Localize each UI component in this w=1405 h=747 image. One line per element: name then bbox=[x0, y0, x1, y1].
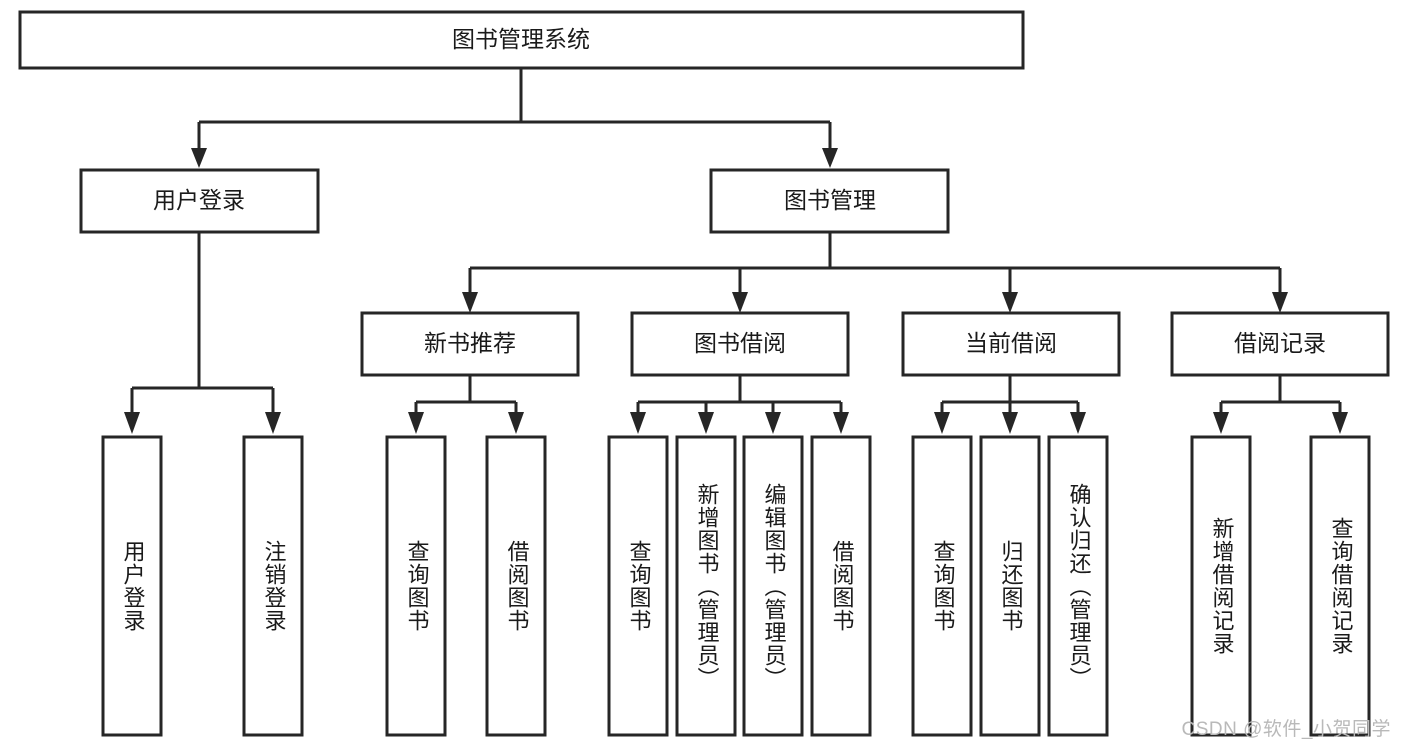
node-borrow-record-box[interactable] bbox=[1170, 311, 1390, 377]
node-book-borrow-label: 图书借阅 bbox=[694, 330, 786, 356]
arrow-cb-c1 bbox=[934, 412, 950, 434]
node-leaf-return-book-box[interactable] bbox=[979, 435, 1041, 737]
node-leaf-logout-login-box[interactable] bbox=[242, 435, 304, 737]
arrow-br-c2 bbox=[1332, 412, 1348, 434]
node-leaf-query-book-3-box[interactable] bbox=[911, 435, 973, 737]
connector-layer bbox=[124, 68, 1348, 434]
node-leaf-confirm-return-box[interactable] bbox=[1047, 435, 1109, 737]
node-layer: 图书管理系统 用户登录 图书管理 新书推荐 图书借阅 当前借阅 借阅记录 bbox=[18, 10, 1390, 737]
node-root-label: 图书管理系统 bbox=[452, 26, 590, 52]
node-leaf-query-book-1-box[interactable] bbox=[385, 435, 447, 737]
arrow-cb-c3 bbox=[1070, 412, 1086, 434]
arrow-bb-c3 bbox=[765, 412, 781, 434]
node-new-book-recommend-box[interactable] bbox=[360, 311, 580, 377]
node-book-borrow-box[interactable] bbox=[630, 311, 850, 377]
node-leaf-query-book-2-box[interactable] bbox=[607, 435, 669, 737]
node-current-borrow-label: 当前借阅 bbox=[965, 330, 1057, 356]
arrow-bb-c2 bbox=[698, 412, 714, 434]
node-leaf-add-record-box[interactable] bbox=[1190, 435, 1252, 737]
node-leaf-add-book-box[interactable] bbox=[675, 435, 737, 737]
csdn-watermark: CSDN @软件_小贺同学 bbox=[1181, 719, 1391, 740]
node-leaf-query-record-box[interactable] bbox=[1309, 435, 1371, 737]
arrow-bb-c4 bbox=[833, 412, 849, 434]
arrow-to-current-borrow bbox=[1002, 292, 1018, 313]
node-user-login-label: 用户登录 bbox=[153, 187, 245, 213]
arrow-to-leaf-logout bbox=[265, 412, 281, 434]
arrow-nb-c1 bbox=[408, 412, 424, 434]
node-user-login-box[interactable] bbox=[79, 168, 320, 234]
node-book-manage-box[interactable] bbox=[709, 168, 950, 234]
node-leaf-edit-book-box[interactable] bbox=[742, 435, 804, 737]
arrow-to-book-manage bbox=[822, 148, 838, 168]
arrow-br-c1 bbox=[1213, 412, 1229, 434]
arrow-to-leaf-user-login bbox=[124, 412, 140, 434]
node-leaf-borrow-book-2-box[interactable] bbox=[810, 435, 872, 737]
node-new-book-recommend-label: 新书推荐 bbox=[424, 330, 516, 356]
arrow-to-book-borrow bbox=[732, 292, 748, 313]
node-leaf-user-login-box[interactable] bbox=[101, 435, 163, 737]
node-leaf-borrow-book-1-box[interactable] bbox=[485, 435, 547, 737]
arrow-to-borrow-record bbox=[1272, 292, 1288, 313]
node-book-manage-label: 图书管理 bbox=[784, 187, 876, 213]
arrow-cb-c2 bbox=[1002, 412, 1018, 434]
arrow-bb-c1 bbox=[630, 412, 646, 434]
arrow-nb-c2 bbox=[508, 412, 524, 434]
node-current-borrow-box[interactable] bbox=[901, 311, 1121, 377]
node-root-box[interactable] bbox=[18, 10, 1025, 70]
arrow-to-user-login bbox=[191, 148, 207, 168]
node-borrow-record-label: 借阅记录 bbox=[1234, 330, 1326, 356]
arrow-to-new-book bbox=[462, 292, 478, 313]
